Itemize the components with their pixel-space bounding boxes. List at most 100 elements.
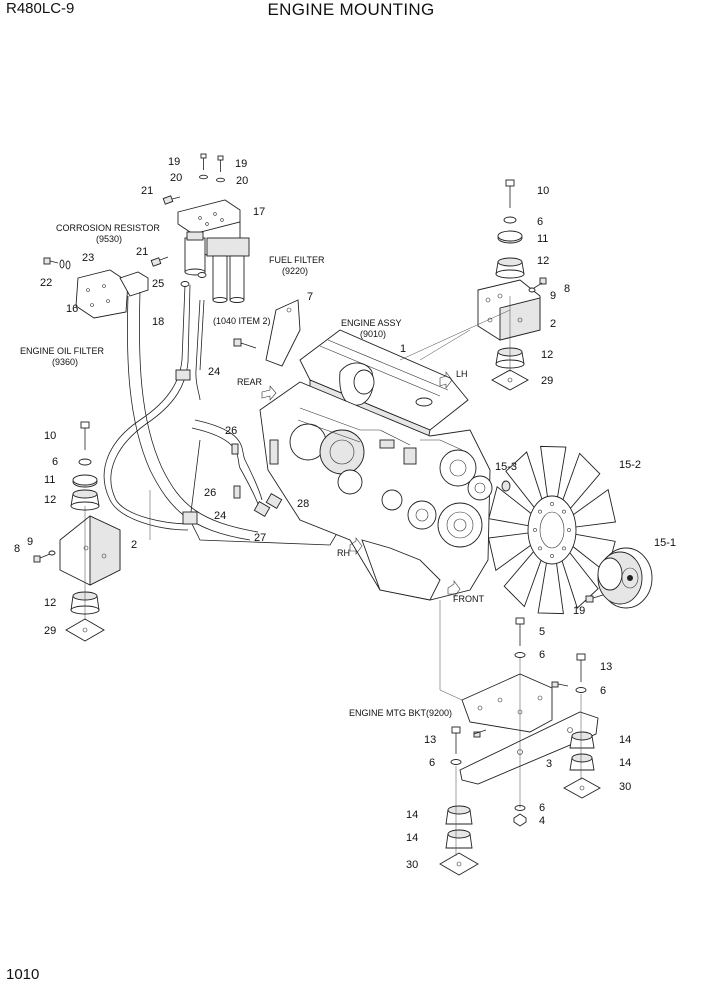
callout-6-front-c: 6 xyxy=(429,757,435,769)
bolt-1040 xyxy=(233,338,257,349)
bolt-22 xyxy=(43,257,71,270)
plate-11-left xyxy=(72,474,98,488)
bolt-13-left xyxy=(450,726,462,765)
fan-bolt-hole xyxy=(533,528,537,532)
fan-bolt-hole xyxy=(538,546,542,551)
callout-12-right-top: 12 xyxy=(537,255,549,267)
callout-12-left-top: 12 xyxy=(44,494,56,506)
callout-25: 25 xyxy=(152,278,164,290)
fuel-filter xyxy=(206,237,250,303)
callout-22: 22 xyxy=(40,277,52,289)
bracket-16 xyxy=(75,269,129,319)
callout-10-left: 10 xyxy=(44,430,56,442)
fan-blade xyxy=(540,445,567,502)
label-engine-assy-code: (9010) xyxy=(360,329,386,339)
callout-14-right-a: 14 xyxy=(619,734,631,746)
plate-30-right xyxy=(563,777,601,799)
spacer-15-3 xyxy=(501,480,511,492)
label-fuel-filter: FUEL FILTER xyxy=(269,255,325,265)
callout-26-b: 26 xyxy=(204,487,216,499)
label-engine-assy: ENGINE ASSY xyxy=(341,318,402,328)
label-corrosion-resistor-code: (9530) xyxy=(96,234,122,244)
bolt-5 xyxy=(514,617,526,658)
callout-13-left: 13 xyxy=(424,734,436,746)
fan-center-plate xyxy=(527,495,577,565)
callout-17: 17 xyxy=(253,206,265,218)
engine-oil-filter xyxy=(119,271,259,541)
callout-14-left-b: 14 xyxy=(406,832,418,844)
bolt-9-8-left xyxy=(33,550,56,563)
callout-29-left: 29 xyxy=(44,625,56,637)
callout-6-front-a: 6 xyxy=(539,649,545,661)
callout-19-fan: 19 xyxy=(573,605,585,617)
mount-14-left xyxy=(445,805,473,849)
callouts: 19 19 20 20 21 17 21 23 22 25 16 18 7 1 … xyxy=(14,156,676,871)
rear-arrow xyxy=(261,385,277,401)
engine-mtg-bkt xyxy=(461,673,553,733)
callout-8-left: 8 xyxy=(14,543,20,555)
callout-6-left: 6 xyxy=(52,456,58,468)
clamp-24-b xyxy=(182,511,198,525)
bolt-19-b xyxy=(216,155,225,183)
label-engine-oil-filter-code: (9360) xyxy=(52,357,78,367)
callout-6-front-d: 6 xyxy=(539,802,545,814)
callout-14-left-a: 14 xyxy=(406,809,418,821)
hose-18 xyxy=(103,284,346,546)
callout-9-right: 9 xyxy=(550,290,556,302)
plate-29-right xyxy=(491,369,529,391)
fitting-25 xyxy=(180,272,207,287)
bolt-10-right xyxy=(505,179,515,208)
rh-arrow xyxy=(349,537,363,555)
washer-6-left xyxy=(78,458,92,466)
callout-20-b: 20 xyxy=(236,175,248,187)
callout-11-left: 11 xyxy=(44,474,55,486)
plate-30-left xyxy=(439,852,479,876)
page-number: 1010 xyxy=(6,966,40,983)
callout-12-left-bottom: 12 xyxy=(44,597,56,609)
bracket-2-left xyxy=(59,515,121,586)
label-rear: REAR xyxy=(237,377,263,387)
bracket-7 xyxy=(265,299,301,367)
support-3 xyxy=(459,711,599,785)
callout-4: 4 xyxy=(539,815,545,827)
fan-bolt-hole xyxy=(562,509,566,514)
corrosion-resistor-filter xyxy=(184,231,206,276)
fan-bolt-hole xyxy=(567,528,571,532)
screw-small xyxy=(473,681,569,738)
fan-bolt-hole xyxy=(550,554,554,558)
fitting-26-a xyxy=(231,443,239,455)
screw-21-b xyxy=(150,256,169,267)
label-lh: LH xyxy=(456,369,468,379)
page-title: ENGINE MOUNTING xyxy=(267,0,435,19)
callout-20-a: 20 xyxy=(170,172,182,184)
label-fuel-filter-code: (9220) xyxy=(282,266,308,276)
callout-9-left: 9 xyxy=(27,536,33,548)
callout-24-b: 24 xyxy=(214,510,226,522)
callout-21-b: 21 xyxy=(136,246,148,258)
model-label: R480LC-9 xyxy=(6,0,75,17)
bolt-9-8-right xyxy=(528,277,547,293)
callout-21-a: 21 xyxy=(141,185,153,197)
bolt-10-left xyxy=(80,421,90,450)
clamp-24-a xyxy=(175,369,191,381)
callout-10-right: 10 xyxy=(537,185,549,197)
callout-27: 27 xyxy=(254,532,266,544)
fan-bolt-hole xyxy=(562,546,566,551)
washer-6-nut-4 xyxy=(513,805,527,827)
front-arrow xyxy=(447,580,461,598)
callout-15-3: 15-3 xyxy=(495,461,517,473)
bolt-13-right xyxy=(575,653,587,693)
engine-assy xyxy=(259,329,493,601)
fitting-28 xyxy=(265,493,283,509)
label-front: FRONT xyxy=(453,594,484,604)
callout-2-left: 2 xyxy=(131,539,137,551)
callout-29-right: 29 xyxy=(541,375,553,387)
fan-bolt-hole xyxy=(538,509,542,514)
callout-11-right: 11 xyxy=(537,233,548,245)
callout-15-2: 15-2 xyxy=(619,459,641,471)
bolt-19-a xyxy=(199,153,208,180)
callout-8-right: 8 xyxy=(564,283,570,295)
callout-5: 5 xyxy=(539,626,545,638)
fan-center-hole xyxy=(539,511,565,549)
